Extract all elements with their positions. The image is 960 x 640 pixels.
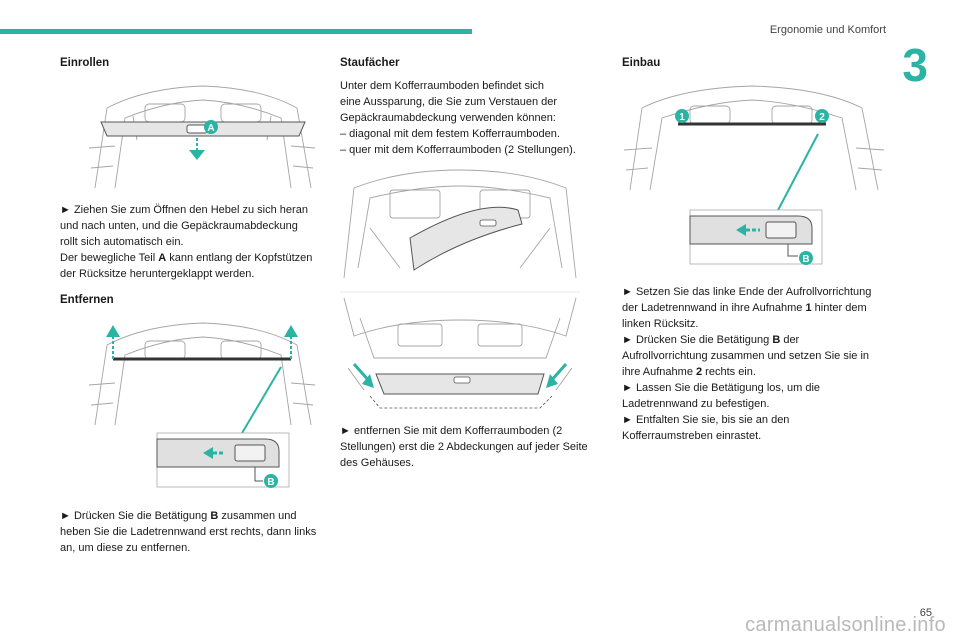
watermark: carmanualsonline.info [745, 614, 946, 636]
section-title: Ergonomie und Komfort [769, 24, 886, 36]
heading-einrollen: Einrollen [60, 57, 110, 69]
heading-einbau: Einbau [622, 57, 661, 69]
page-number: 65 [919, 607, 932, 619]
heading-entfernen: Entfernen [60, 294, 114, 306]
badge-a: A [207, 123, 214, 134]
paragraph-einrollen: ► Ziehen Sie zum Öffnen den Hebel zu sic… [60, 204, 313, 280]
paragraph-abdeckungen: ► entfernen Sie mit dem Kofferraumboden … [340, 425, 588, 469]
figure-einrollen: A [85, 78, 330, 190]
paragraph-staufaecher: Unter dem Kofferraumboden befindet sich … [340, 80, 576, 156]
figure-einbau: 1 2 B [622, 78, 887, 268]
badge-b-einbau: B [802, 254, 809, 265]
column-left: Einrollen A ► Ziehen Sie zum Öffnen den … [60, 55, 330, 556]
paragraph-entfernen: ► Drücken Sie die Betätigung B zusammen … [60, 510, 317, 554]
figure-entfernen: B [85, 315, 330, 500]
header-accent-bar [0, 29, 472, 34]
column-middle: Staufächer Unter dem Kofferraumboden bef… [340, 55, 602, 471]
paragraph-einbau: ► Setzen Sie das linke Ende der Aufrollv… [622, 286, 872, 442]
heading-staufaecher: Staufächer [340, 57, 400, 69]
badge-2: 2 [819, 112, 825, 123]
badge-1: 1 [679, 112, 685, 123]
chapter-number: 3 [902, 39, 928, 91]
column-right: Einbau 1 2 B [622, 55, 887, 444]
figure-staufaecher [340, 168, 602, 413]
badge-b: B [267, 477, 274, 488]
